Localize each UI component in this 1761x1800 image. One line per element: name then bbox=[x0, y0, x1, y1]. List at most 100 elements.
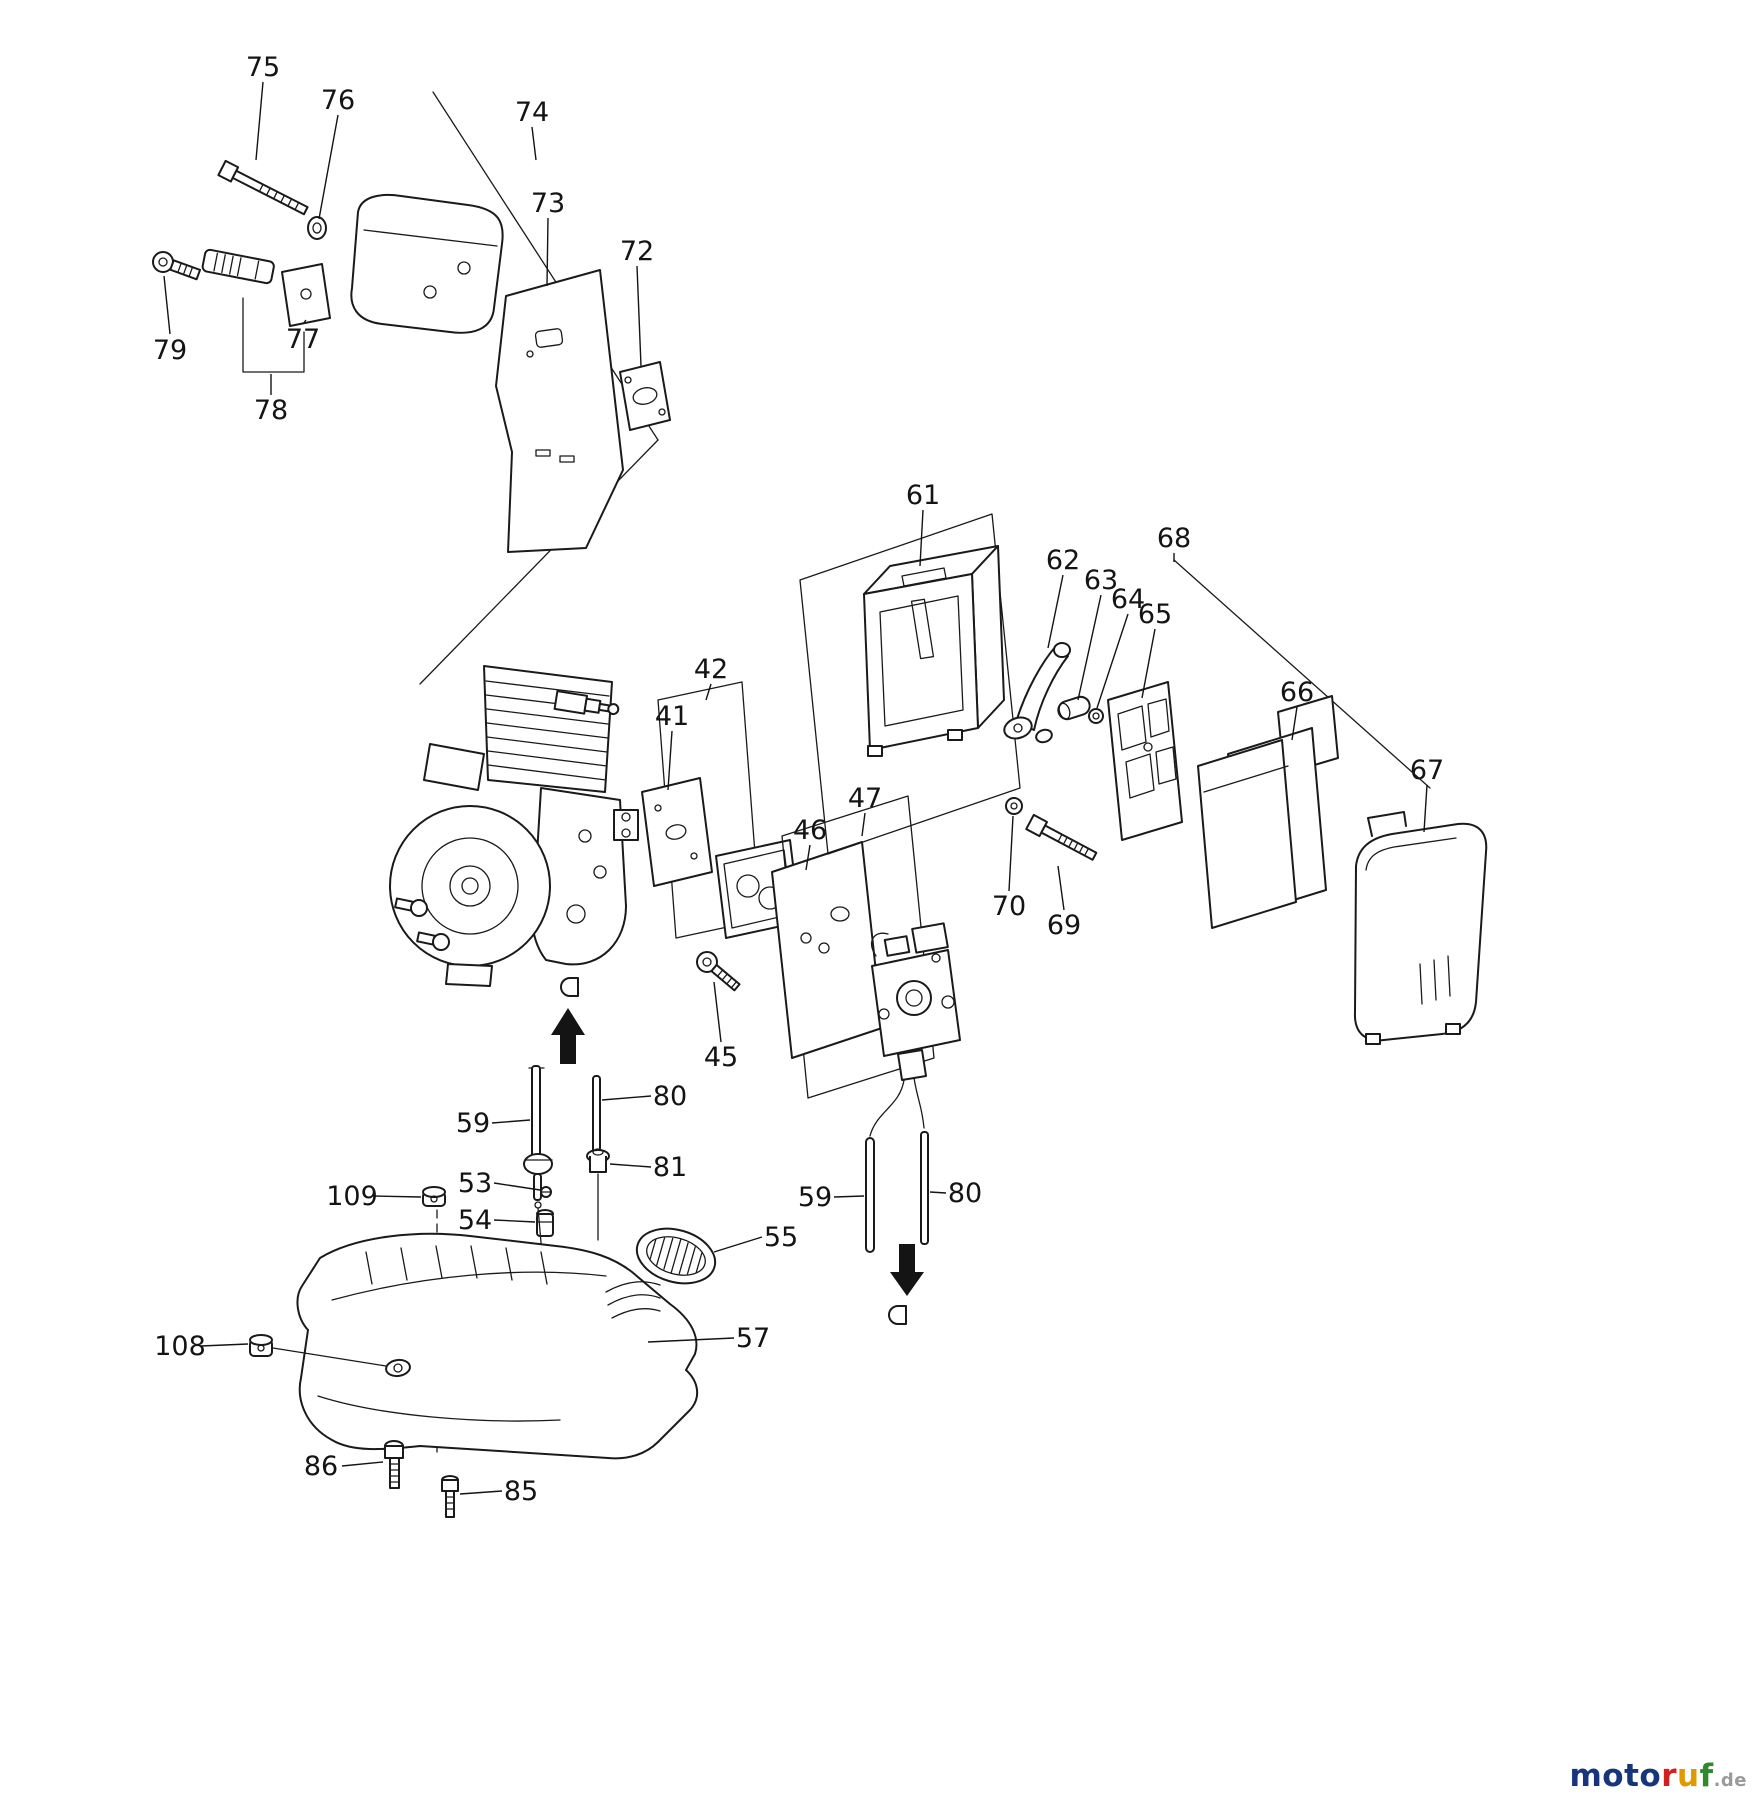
leader-line bbox=[546, 217, 549, 287]
leader-line bbox=[372, 1195, 422, 1198]
watermark-segment: u bbox=[1676, 1758, 1700, 1794]
watermark-segment: f bbox=[1699, 1758, 1714, 1794]
air-box-bolt-drawing bbox=[1025, 813, 1098, 861]
part-number-label: 77 bbox=[286, 324, 320, 355]
part-number-label: 80 bbox=[653, 1081, 687, 1112]
part-number-label: 53 bbox=[458, 1168, 492, 1199]
leader-line bbox=[713, 1236, 763, 1253]
leader-line bbox=[861, 812, 866, 837]
part-number-label: 74 bbox=[515, 97, 549, 128]
leader-line bbox=[647, 1337, 735, 1343]
leader-line bbox=[833, 1195, 865, 1198]
air-cleaner-group-drawing bbox=[799, 513, 1488, 1045]
leader-line bbox=[163, 275, 171, 335]
intake-gasket-group-drawing bbox=[641, 681, 801, 992]
part-number-label: 61 bbox=[906, 480, 940, 511]
leader-line bbox=[919, 509, 924, 567]
spark-plug-drawing bbox=[553, 690, 620, 716]
insulator-bolt-drawing bbox=[696, 951, 718, 973]
part-number-label: 86 bbox=[304, 1451, 338, 1482]
part-number-label: 80 bbox=[948, 1178, 982, 1209]
part-number-label: 109 bbox=[326, 1181, 378, 1212]
part-number-label: 45 bbox=[704, 1042, 738, 1073]
fuel-tank-group-drawing bbox=[249, 1227, 717, 1518]
leader-line bbox=[636, 265, 642, 367]
watermark-segment: r bbox=[1661, 1758, 1677, 1794]
bushing-drawing bbox=[1057, 695, 1091, 721]
leader-line bbox=[805, 844, 811, 871]
muffler-assembly-drawing bbox=[152, 91, 671, 685]
part-number-label: 47 bbox=[848, 783, 882, 814]
leader-line bbox=[609, 1163, 652, 1168]
part-number-label: 62 bbox=[1046, 545, 1080, 576]
leader-line bbox=[491, 1119, 531, 1124]
leader-line bbox=[1423, 784, 1428, 833]
leader-line bbox=[601, 1095, 652, 1101]
fuel-cap-drawing bbox=[635, 1227, 717, 1285]
part-number-label: 64 bbox=[1111, 584, 1145, 615]
part-number-label: 59 bbox=[798, 1182, 832, 1213]
part-number-label: 72 bbox=[620, 236, 654, 267]
part-number-label: 41 bbox=[655, 701, 689, 732]
exhaust-gasket-drawing bbox=[619, 361, 671, 431]
muffler-plate-drawing bbox=[281, 263, 331, 327]
up-arrow-icon bbox=[551, 977, 585, 1064]
part-number-label: 85 bbox=[504, 1476, 538, 1507]
part-number-label: 69 bbox=[1047, 910, 1081, 941]
leader-line bbox=[713, 981, 722, 1043]
leader-line bbox=[1057, 865, 1065, 911]
leader-line bbox=[1096, 613, 1129, 709]
muffler-bolt-drawing bbox=[217, 159, 309, 216]
leader-line bbox=[318, 114, 339, 220]
leader-line bbox=[255, 81, 264, 161]
crankcase-drawing bbox=[389, 805, 551, 967]
part-number-label: 76 bbox=[321, 85, 355, 116]
engine-drawing bbox=[389, 665, 639, 987]
air-cleaner-cover-drawing bbox=[1353, 811, 1488, 1045]
fuel-tank-outline bbox=[296, 1232, 698, 1460]
washer-drawing bbox=[307, 216, 327, 240]
tank-bolt-drawing bbox=[441, 1475, 459, 1518]
leader-line bbox=[705, 683, 712, 701]
carburetor-drawing bbox=[869, 922, 961, 1137]
leader-line bbox=[493, 1182, 541, 1191]
leader-line bbox=[1291, 706, 1298, 741]
part-number-label: 68 bbox=[1157, 523, 1191, 554]
part-number-label: 66 bbox=[1280, 677, 1314, 708]
part-number-label: 79 bbox=[153, 335, 187, 366]
part-number-label: 63 bbox=[1084, 565, 1118, 596]
part-number-label: 57 bbox=[736, 1323, 770, 1354]
leader-line bbox=[459, 1490, 503, 1495]
connector-symbol bbox=[888, 1305, 907, 1325]
fuel-strainer-drawing bbox=[523, 1153, 553, 1175]
part-number-label: 70 bbox=[992, 891, 1026, 922]
leader-line bbox=[302, 319, 307, 325]
leader-line bbox=[341, 1461, 384, 1467]
connector-symbol bbox=[560, 977, 579, 997]
filter-grid-plate-drawing bbox=[1107, 681, 1183, 841]
part-number-label: 81 bbox=[653, 1152, 687, 1183]
part-number-label: 108 bbox=[154, 1331, 206, 1362]
watermark-segment: moto bbox=[1569, 1758, 1662, 1794]
part-number-label: 65 bbox=[1138, 599, 1172, 630]
part-number-label: 73 bbox=[531, 188, 565, 219]
spacer-drawing bbox=[201, 248, 275, 285]
down-arrow-icon bbox=[888, 1244, 924, 1325]
fuel-line-right-drawing bbox=[865, 1131, 929, 1253]
part-number-label: 67 bbox=[1410, 755, 1444, 786]
leader-line bbox=[929, 1191, 947, 1194]
watermark-segment: .de bbox=[1713, 1770, 1747, 1791]
part-number-label: 75 bbox=[246, 52, 280, 83]
choke-lever-drawing bbox=[1003, 642, 1071, 744]
washer-drawing bbox=[1088, 708, 1104, 724]
leader-line bbox=[1141, 628, 1156, 699]
muffler-body-drawing bbox=[350, 193, 504, 334]
leader-line bbox=[1008, 815, 1014, 892]
leader-line bbox=[200, 1343, 249, 1347]
leader-line bbox=[1047, 574, 1064, 649]
bracket-outline-drawing bbox=[242, 297, 305, 373]
part-number-label: 42 bbox=[694, 654, 728, 685]
part-number-label: 54 bbox=[458, 1205, 492, 1236]
